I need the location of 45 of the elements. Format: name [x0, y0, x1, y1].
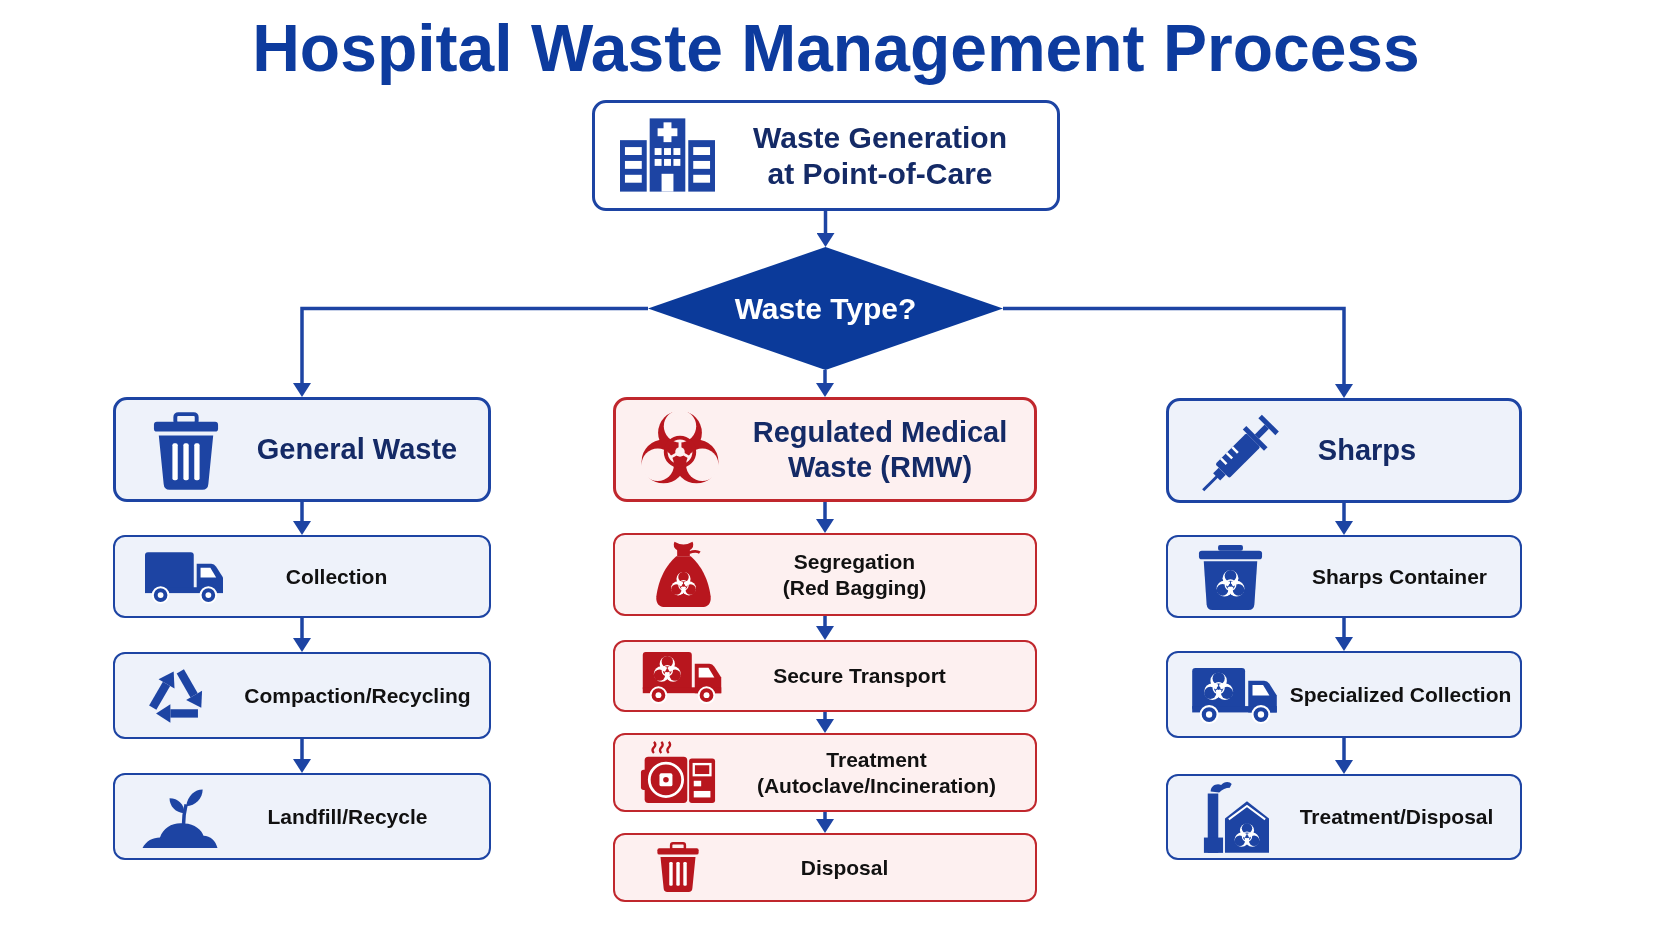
- arrow: [818, 812, 832, 833]
- arrow: [1003, 306, 1351, 398]
- step-label: Specialized Collection: [1289, 681, 1512, 708]
- step-label: Sharps Container: [1311, 563, 1487, 590]
- step-label: Segregation (Red Bagging): [781, 549, 928, 600]
- step-label: Disposal: [800, 854, 889, 881]
- arrow: [295, 502, 309, 535]
- category-heading: General Waste: [256, 432, 458, 467]
- process-box: [613, 733, 1037, 812]
- arrow: [818, 211, 833, 247]
- step-label: Treatment/Disposal: [1299, 804, 1494, 830]
- step-label: Secure Transport: [773, 663, 946, 689]
- process-box: [1166, 535, 1522, 618]
- process-box: [1166, 774, 1522, 860]
- arrow: [1337, 618, 1351, 651]
- category-heading: Sharps: [1317, 433, 1417, 468]
- process-box: [1166, 651, 1522, 738]
- arrow: [1337, 503, 1351, 535]
- arrow: [295, 739, 309, 773]
- process-box: [613, 833, 1037, 902]
- process-box: [1166, 398, 1522, 503]
- title: Hospital Waste Management Process: [252, 10, 1420, 87]
- arrow: [818, 502, 832, 533]
- decision-label: Waste Type?: [734, 290, 917, 327]
- arrow: [818, 370, 832, 397]
- box-heading: Waste Generation at Point-of-Care: [752, 119, 1008, 192]
- step-label: Landfill/Recycle: [267, 803, 428, 830]
- step-label: Compaction/Recycling: [244, 682, 471, 709]
- process-box: [592, 100, 1060, 211]
- decision-diamond: [648, 247, 1003, 370]
- step-label: Collection: [285, 563, 388, 590]
- process-box: [613, 640, 1037, 712]
- category-heading: Regulated Medical Waste (RMW): [751, 414, 1009, 485]
- process-box: [613, 533, 1037, 616]
- process-box: [113, 397, 491, 502]
- arrow: [1337, 738, 1351, 774]
- arrow: [818, 616, 832, 640]
- arrow: [818, 712, 832, 733]
- arrow: [295, 618, 309, 652]
- process-box: [113, 652, 491, 739]
- process-box: [113, 535, 491, 618]
- process-box: [113, 773, 491, 860]
- process-box: [613, 397, 1037, 502]
- arrow: [295, 306, 648, 397]
- step-label: Treatment (Autoclave/Incineration): [755, 747, 998, 798]
